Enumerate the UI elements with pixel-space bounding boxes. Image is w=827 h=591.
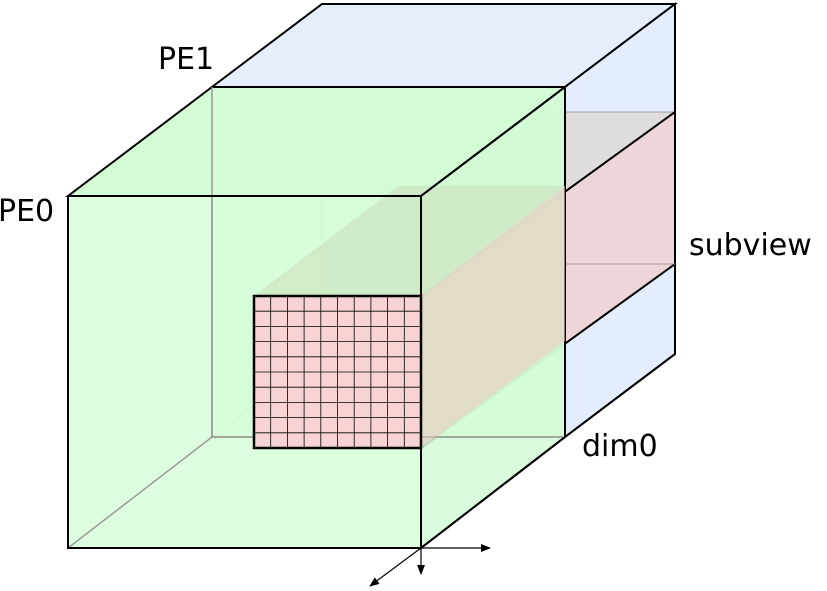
subview-label: subview — [689, 228, 812, 263]
pe1-label: PE1 — [158, 42, 215, 77]
axis-arrow-diagonal — [369, 547, 422, 587]
pe1-front-right-edge — [420, 436, 566, 549]
pe0-hidden-edge — [67, 436, 213, 549]
pe0-label: PE0 — [0, 194, 55, 229]
subview-front-grid — [252, 294, 423, 450]
pe0-top-right-edge — [420, 86, 566, 197]
pe1-lower-edge — [564, 353, 676, 438]
dim0-label: dim0 — [582, 429, 658, 464]
axis-arrows — [369, 544, 491, 587]
subview-right-overlay — [421, 186, 565, 448]
subview-top-overlay — [254, 186, 565, 296]
